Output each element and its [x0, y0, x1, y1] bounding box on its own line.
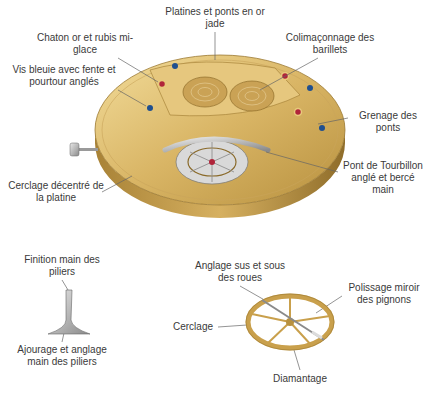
jewel: [159, 81, 166, 88]
part-label: Anglage sus et sous des roues: [190, 260, 290, 284]
part-label: Polissage miroir des pignons: [343, 282, 425, 306]
part-label: Chaton or et rubis mi-glace: [35, 32, 135, 56]
crown: [70, 143, 79, 156]
wheel: [246, 294, 334, 350]
blue-screw: [319, 125, 325, 131]
part-label: Colimaçonnage des barillets: [285, 32, 375, 56]
part-label: Cerclage décentré de la platine: [8, 180, 104, 204]
pillar: [48, 290, 90, 334]
barrel: [183, 77, 227, 107]
blue-screw: [147, 105, 153, 111]
tourbillon-cage: [176, 140, 248, 184]
part-label: Platines et ponts en or jade: [155, 6, 275, 30]
barrel-bridge: [150, 62, 300, 116]
part-label: Diamantage: [264, 373, 336, 385]
part-label: Finition main des piliers: [20, 254, 104, 278]
jewel: [295, 109, 302, 116]
part-label: Cerclage: [168, 321, 218, 333]
part-label: Grenage des ponts: [350, 110, 426, 134]
part-label: Vis bleuie avec fente et pourtour anglés: [8, 64, 120, 88]
barrel: [230, 81, 274, 111]
part-label: Pont de Tourbillon anglé et bercé main: [340, 160, 426, 196]
stem: [78, 148, 98, 151]
tourbillon-bridge: [165, 139, 268, 150]
blue-screw: [172, 63, 178, 69]
blue-screw: [307, 85, 313, 91]
leader-lines: [62, 32, 348, 370]
plate-circling: [102, 60, 338, 200]
main-plate: [95, 55, 345, 205]
part-label: Ajourage et anglage main des piliers: [10, 344, 114, 368]
